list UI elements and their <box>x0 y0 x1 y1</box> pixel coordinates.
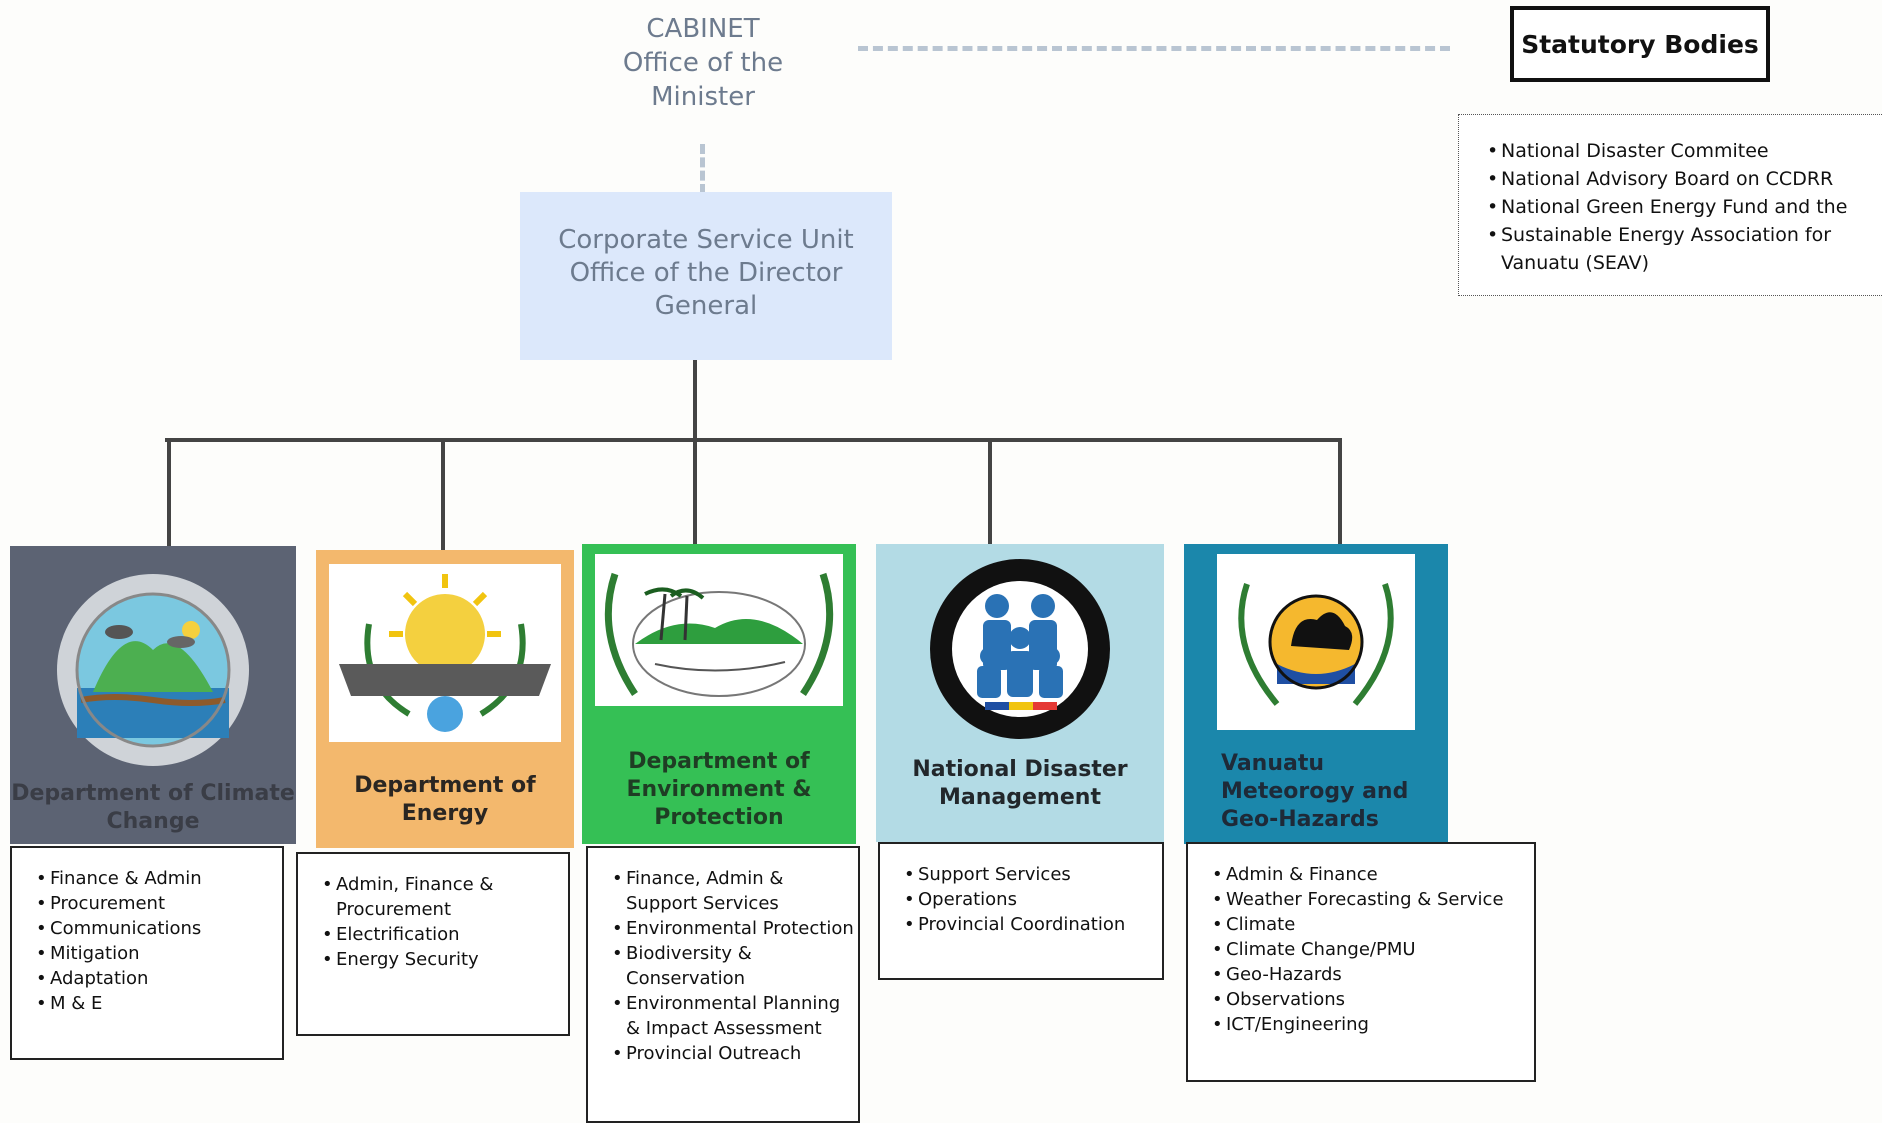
list-item: Energy Security <box>322 947 568 972</box>
list-item: Weather Forecasting & Service <box>1212 887 1534 912</box>
list-item: Finance, Admin & Support Services <box>612 866 858 916</box>
corporate-service-unit-node: Corporate Service Unit Office of the Dir… <box>520 192 892 360</box>
dept-meteorology-list: Admin & Finance Weather Forecasting & Se… <box>1186 842 1536 1082</box>
list-item: Communications <box>36 916 282 941</box>
cabinet-title: CABINET <box>646 14 760 44</box>
list-item: Electrification <box>322 922 568 947</box>
cabinet-subtitle-line1: Office of the <box>622 48 784 78</box>
list-item: Finance & Admin <box>36 866 282 891</box>
dept-climate-change-list: Finance & Admin Procurement Communicatio… <box>10 846 284 1060</box>
list-item: Observations <box>1212 987 1534 1012</box>
list-item: ICT/Engineering <box>1212 1012 1534 1037</box>
dept-energy-title: Department of Energy <box>354 773 536 826</box>
list-item: Operations <box>904 887 1162 912</box>
disaster-management-logo <box>927 556 1113 742</box>
list-item: Mitigation <box>36 941 282 966</box>
environment-logo <box>595 554 843 706</box>
connector-csu-trunk <box>693 360 697 544</box>
csu-line1: Corporate Service Unit <box>558 225 854 255</box>
dashed-connector-cabinet-csu <box>700 144 705 194</box>
list-item: Sustainable Energy Association for Vanua… <box>1487 221 1882 277</box>
list-item: Provincial Outreach <box>612 1041 858 1066</box>
list-item: National Advisory Board on CCDRR <box>1487 165 1882 193</box>
statutory-bodies-title: Statutory Bodies <box>1510 6 1770 82</box>
connector-disaster-management <box>988 440 992 544</box>
climate-change-logo <box>53 570 253 770</box>
list-item: Support Services <box>904 862 1162 887</box>
list-item: Climate Change/PMU <box>1212 937 1534 962</box>
connector-horizontal-bus <box>165 438 1342 442</box>
energy-logo <box>329 564 561 742</box>
dept-disaster-management-title: National Disaster Management <box>912 757 1128 810</box>
list-item: Provincial Coordination <box>904 912 1162 937</box>
cabinet-node: CABINET Office of the Minister <box>580 12 826 114</box>
dept-environment-title: Department of Environment & Protection <box>626 749 812 830</box>
dept-meteorology-card: Vanuatu Meteorogy and Geo-Hazards <box>1184 544 1448 844</box>
list-item: Biodiversity & Conservation <box>612 941 858 991</box>
list-item: M & E <box>36 991 282 1016</box>
list-item: Environmental Protection <box>612 916 858 941</box>
connector-meteorology <box>1338 440 1342 548</box>
list-item: Admin, Finance & Procurement <box>322 872 568 922</box>
dept-climate-change-title: Department of Climate Change <box>11 781 295 834</box>
list-item: Adaptation <box>36 966 282 991</box>
connector-energy <box>441 440 445 550</box>
dept-energy-list: Admin, Finance & Procurement Electrifica… <box>296 852 570 1036</box>
list-item: National Disaster Commitee <box>1487 137 1882 165</box>
dept-environment-card: Department of Environment & Protection <box>582 544 856 844</box>
list-item: National Green Energy Fund and the <box>1487 193 1882 221</box>
csu-line3: General <box>654 291 758 321</box>
dept-environment-list: Finance, Admin & Support Services Enviro… <box>586 846 860 1123</box>
statutory-bodies-list: National Disaster Commitee National Advi… <box>1458 114 1882 296</box>
cabinet-subtitle-line2: Minister <box>651 82 755 112</box>
dept-meteorology-title: Vanuatu Meteorogy and Geo-Hazards <box>1221 751 1409 832</box>
list-item: Procurement <box>36 891 282 916</box>
list-item: Geo-Hazards <box>1212 962 1534 987</box>
connector-climate-change <box>167 440 171 548</box>
meteorology-logo <box>1217 554 1415 730</box>
list-item: Admin & Finance <box>1212 862 1534 887</box>
dept-climate-change-card: Department of Climate Change <box>10 546 296 844</box>
dashed-connector-cabinet-statutory <box>858 46 1450 51</box>
dept-disaster-management-card: National Disaster Management <box>876 544 1164 842</box>
list-item: Environmental Planning & Impact Assessme… <box>612 991 858 1041</box>
dept-disaster-management-list: Support Services Operations Provincial C… <box>878 842 1164 980</box>
dept-energy-card: Department of Energy <box>316 550 574 848</box>
list-item: Climate <box>1212 912 1534 937</box>
csu-line2: Office of the Director <box>569 258 843 288</box>
